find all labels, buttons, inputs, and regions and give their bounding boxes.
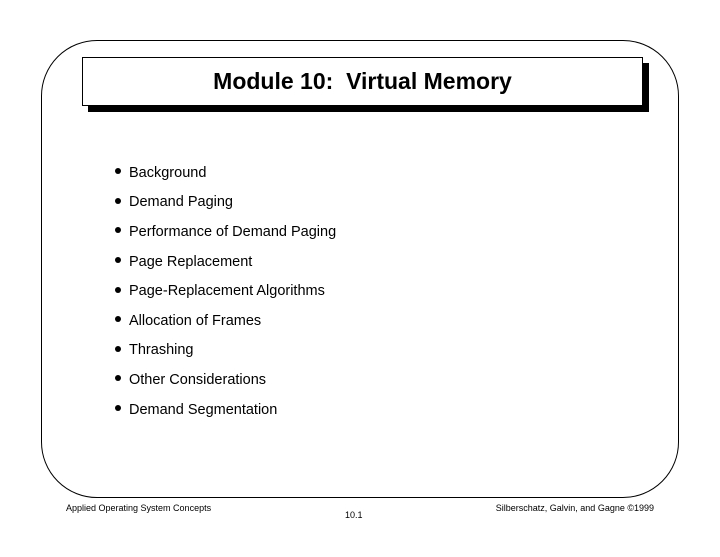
footer-page-number: 10.1 [345, 510, 363, 520]
bullet-list: Background Demand Paging Performance of … [115, 158, 336, 424]
bullet-icon [115, 286, 121, 293]
list-item-label: Performance of Demand Paging [129, 223, 337, 240]
list-item-label: Allocation of Frames [129, 312, 262, 329]
list-item-label: Page-Replacement Algorithms [129, 283, 325, 300]
list-item-label: Page Replacement [129, 253, 253, 270]
slide-title: Module 10: Virtual Memory [213, 68, 512, 94]
bullet-icon [115, 197, 121, 204]
list-item-label: Background [129, 164, 207, 181]
list-item: Page Replacement [115, 247, 336, 277]
bullet-icon [115, 405, 121, 412]
list-item: Other Considerations [115, 365, 336, 395]
footer-course-title: Applied Operating System Concepts [66, 503, 212, 513]
list-item: Allocation of Frames [115, 306, 336, 336]
list-item-label: Other Considerations [129, 371, 267, 388]
title-box: Module 10: Virtual Memory [82, 57, 643, 106]
list-item-label: Demand Segmentation [129, 401, 278, 418]
list-item-label: Thrashing [129, 342, 194, 359]
bullet-icon [115, 168, 121, 175]
bullet-icon [115, 227, 121, 234]
bullet-icon [115, 345, 121, 352]
bullet-icon [115, 257, 121, 264]
bullet-icon [115, 375, 121, 382]
list-item: Demand Segmentation [115, 395, 336, 425]
list-item: Thrashing [115, 336, 336, 366]
list-item: Demand Paging [115, 188, 336, 218]
footer-copyright: Silberschatz, Galvin, and Gagne ©1999 [495, 503, 654, 513]
list-item: Page-Replacement Algorithms [115, 276, 336, 306]
list-item: Performance of Demand Paging [115, 217, 336, 247]
list-item-label: Demand Paging [129, 194, 233, 211]
slide-frame [41, 40, 679, 498]
list-item: Background [115, 158, 336, 188]
bullet-icon [115, 316, 121, 323]
